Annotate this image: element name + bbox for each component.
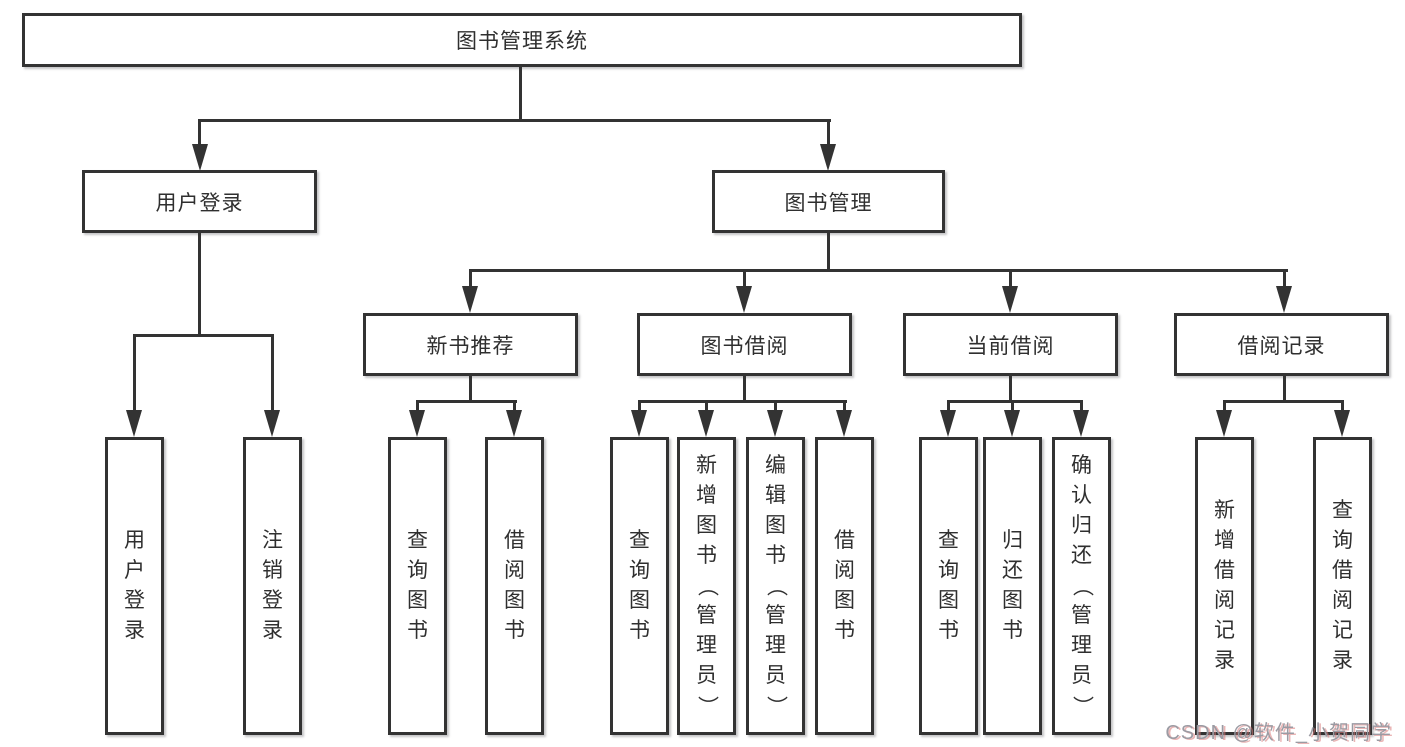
connector-line	[947, 400, 1083, 403]
connector-line	[513, 400, 516, 413]
arrow-down-icon	[820, 144, 836, 171]
connector-line	[416, 400, 517, 403]
arrow-down-icon	[1276, 286, 1292, 313]
connector-line	[133, 334, 136, 412]
leaf-add-borrow-record: 新增借阅记录	[1195, 437, 1254, 735]
node-book-management: 图书管理	[712, 170, 945, 233]
node-borrowing-records: 借阅记录	[1174, 313, 1389, 376]
arrow-down-icon	[506, 410, 522, 437]
connector-line	[1223, 400, 1226, 413]
arrow-down-icon	[736, 286, 752, 313]
node-user-login: 用户登录	[82, 170, 317, 233]
node-root-system: 图书管理系统	[22, 13, 1022, 67]
arrow-down-icon	[940, 410, 956, 437]
connector-line	[638, 400, 641, 413]
arrow-down-icon	[1216, 410, 1232, 437]
leaf-borrow-books-recommend-label: 借阅图书	[504, 529, 525, 642]
node-book-borrowing: 图书借阅	[637, 313, 852, 376]
connector-line	[1011, 400, 1014, 413]
arrow-down-icon	[767, 410, 783, 437]
arrow-down-icon	[1004, 410, 1020, 437]
connector-line	[743, 376, 746, 402]
connector-line	[1080, 400, 1083, 413]
node-book-borrowing-label: 图书借阅	[700, 334, 789, 358]
leaf-edit-books-admin: 编辑图书（管理员）	[746, 437, 805, 735]
connector-line	[705, 400, 708, 413]
connector-line	[1009, 269, 1012, 290]
leaf-logout: 注销登录	[243, 437, 302, 735]
connector-line	[519, 67, 522, 122]
connector-line	[1341, 400, 1344, 413]
connector-line	[827, 119, 830, 147]
leaf-query-borrow-record-label: 查询借阅记录	[1332, 499, 1353, 672]
node-root-label: 图书管理系统	[456, 30, 588, 53]
node-current-borrowing: 当前借阅	[903, 313, 1118, 376]
connector-line	[416, 400, 419, 413]
arrow-down-icon	[1002, 286, 1018, 313]
connector-line	[198, 119, 831, 122]
connector-line	[843, 400, 846, 413]
connector-line	[827, 233, 830, 272]
leaf-add-borrow-record-label: 新增借阅记录	[1214, 499, 1235, 672]
leaf-borrow-books-recommend: 借阅图书	[485, 437, 544, 735]
node-current-borrowing-label: 当前借阅	[966, 334, 1055, 358]
connector-line	[1223, 400, 1344, 403]
leaf-query-books-current: 查询图书	[919, 437, 978, 735]
connector-line	[198, 233, 201, 337]
arrow-down-icon	[264, 410, 280, 437]
leaf-logout-label: 注销登录	[262, 529, 283, 642]
leaf-query-books-recommend-label: 查询图书	[407, 529, 428, 642]
connector-line	[469, 376, 472, 402]
leaf-return-books-label: 归还图书	[1002, 529, 1023, 642]
leaf-query-borrow-record: 查询借阅记录	[1313, 437, 1372, 735]
arrow-down-icon	[1334, 410, 1350, 437]
leaf-confirm-return-admin-label: 确认归还（管理员）	[1070, 454, 1094, 717]
arrow-down-icon	[1073, 410, 1089, 437]
arrow-down-icon	[631, 410, 647, 437]
connector-line	[469, 269, 1288, 272]
node-book-management-label: 图书管理	[784, 191, 873, 215]
connector-line	[271, 334, 274, 412]
arrow-down-icon	[462, 286, 478, 313]
connector-line	[469, 269, 472, 290]
leaf-query-books-borrowing: 查询图书	[610, 437, 669, 735]
arrow-down-icon	[698, 410, 714, 437]
leaf-add-books-admin-label: 新增图书（管理员）	[695, 454, 719, 717]
connector-line	[1009, 376, 1012, 402]
csdn-watermark: CSDN @软件_小贺同学	[1165, 722, 1392, 744]
node-new-book-recommend: 新书推荐	[363, 313, 578, 376]
leaf-edit-books-admin-label: 编辑图书（管理员）	[764, 454, 788, 717]
arrow-down-icon	[409, 410, 425, 437]
leaf-query-books-recommend: 查询图书	[388, 437, 447, 735]
leaf-user-login: 用户登录	[105, 437, 164, 735]
connector-line	[774, 400, 777, 413]
connector-line	[1283, 269, 1286, 290]
connector-line	[198, 119, 201, 147]
leaf-add-books-admin: 新增图书（管理员）	[677, 437, 736, 735]
leaf-return-books: 归还图书	[983, 437, 1042, 735]
arrow-down-icon	[836, 410, 852, 437]
connector-line	[743, 269, 746, 290]
leaf-query-books-borrowing-label: 查询图书	[629, 529, 650, 642]
connector-line	[133, 334, 274, 337]
leaf-confirm-return-admin: 确认归还（管理员）	[1052, 437, 1111, 735]
connector-line	[947, 400, 950, 413]
connector-line	[1283, 376, 1286, 402]
leaf-borrow-books-label: 借阅图书	[834, 529, 855, 642]
leaf-user-login-label: 用户登录	[124, 529, 145, 642]
leaf-query-books-current-label: 查询图书	[938, 529, 959, 642]
arrow-down-icon	[126, 410, 142, 437]
arrow-down-icon	[192, 144, 208, 171]
node-borrowing-records-label: 借阅记录	[1237, 334, 1326, 358]
leaf-borrow-books: 借阅图书	[815, 437, 874, 735]
node-new-book-recommend-label: 新书推荐	[426, 334, 515, 358]
connector-line	[638, 400, 847, 403]
node-user-login-label: 用户登录	[155, 191, 244, 215]
